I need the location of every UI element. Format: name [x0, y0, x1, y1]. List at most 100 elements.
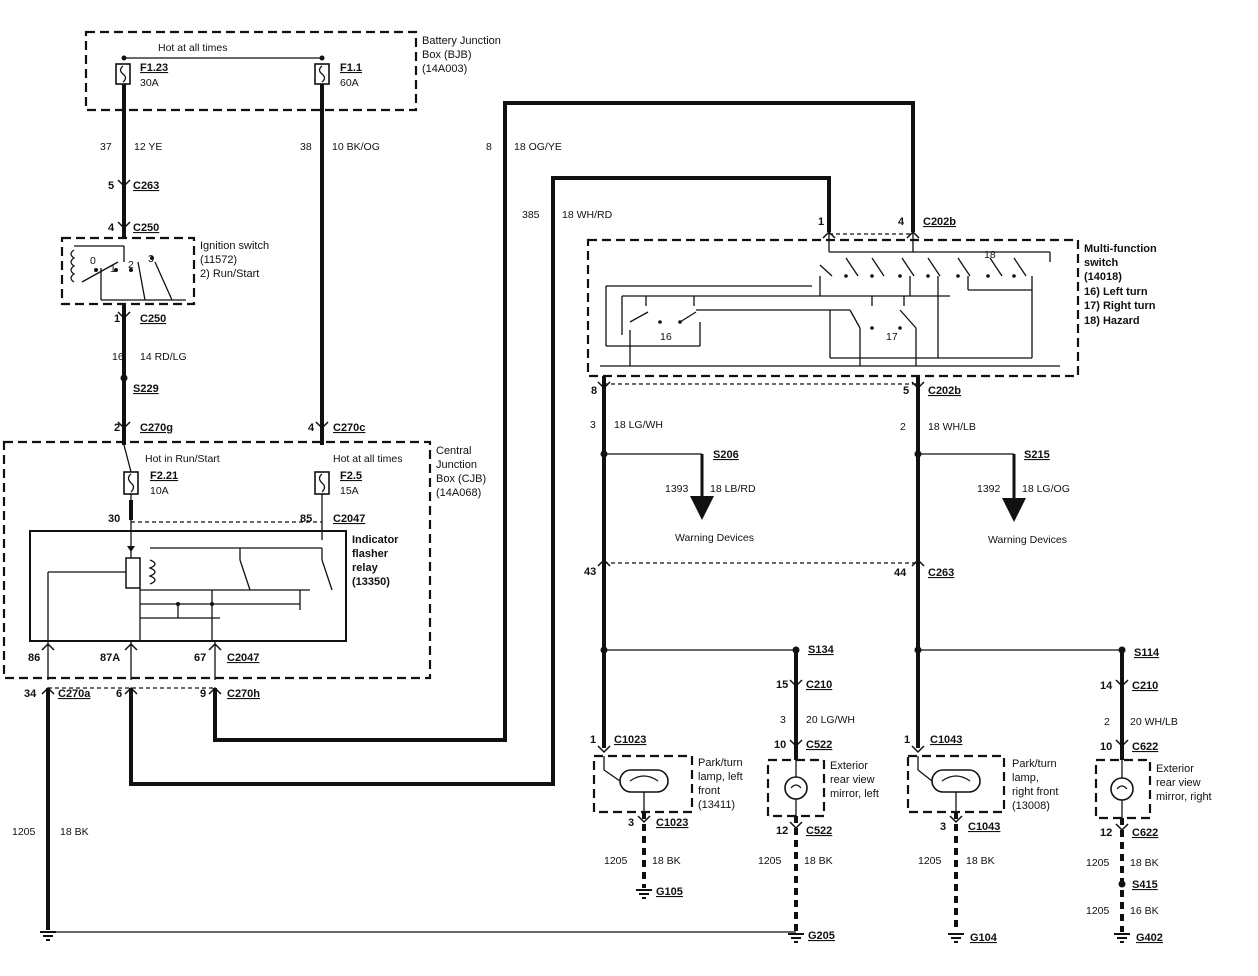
wire-16-spec: 14 RD/LG: [140, 351, 187, 363]
wire-37-pin: 37: [100, 141, 112, 153]
c250-top-id: C250: [133, 222, 159, 234]
fuse-f2-5-id: F2.5: [340, 470, 362, 482]
rf-lamp-code: (13008): [1012, 800, 1050, 812]
wire-1205-lf-pin: 1205: [604, 855, 628, 867]
ignition-pos: 2) Run/Start: [200, 268, 259, 280]
ml-title3: mirror, left: [830, 788, 879, 800]
mr-title2: rear view: [1156, 777, 1201, 789]
fuse-icon: [115, 63, 131, 85]
wire-38-pin: 38: [300, 141, 312, 153]
wire-8-spec: 18 OG/YE: [514, 141, 562, 153]
c270h-id: C270h: [227, 688, 260, 700]
c202b-top-id: C202b: [923, 216, 956, 228]
relay-code: (13350): [352, 576, 390, 588]
bulb-icon: [784, 776, 808, 800]
c210-left-id: C210: [806, 679, 832, 691]
pin-86: 86: [28, 652, 40, 664]
hot-run-label: Hot in Run/Start: [145, 453, 220, 465]
c270h-pin9: 9: [200, 688, 206, 700]
ignition-switch: 0 1 2 3: [60, 236, 196, 306]
c1043-top-id: C1043: [930, 734, 962, 746]
c270c-id: C270c: [333, 422, 365, 434]
ign-pos-1: 1: [110, 263, 116, 275]
ground-icon: [636, 889, 652, 899]
c1043-bot-id: C1043: [968, 821, 1000, 833]
bjb-title2: Box (BJB): [422, 49, 472, 61]
c210-right-pin: 14: [1100, 680, 1113, 692]
c210-right-id: C210: [1132, 680, 1158, 692]
bulb-icon: [931, 769, 981, 793]
relay-title1: Indicator: [352, 534, 399, 546]
c270a-pin: 34: [24, 688, 37, 700]
ml-title2: rear view: [830, 774, 875, 786]
cjb-title2: Junction: [436, 459, 477, 471]
relay-title3: relay: [352, 562, 379, 574]
s229-id: S229: [133, 383, 159, 395]
c210-left-pin: 15: [776, 679, 788, 691]
c263-bot-id: C263: [928, 567, 954, 579]
wire-1205-g402-spec: 16 BK: [1130, 905, 1159, 917]
bulb-icon: [619, 769, 669, 793]
wire-1393-spec: 18 LB/RD: [710, 483, 756, 495]
indicator-flasher-relay: [29, 530, 347, 642]
c270g-id: C270g: [140, 422, 173, 434]
ml-title1: Exterior: [830, 760, 868, 772]
relay-title2: flasher: [352, 548, 389, 560]
c263-pin43: 43: [584, 566, 596, 578]
c250-bot-pin: 1: [114, 313, 120, 325]
ground-icon: [948, 933, 964, 943]
wire-1392-spec: 18 LG/OG: [1022, 483, 1070, 495]
wire-2-spec: 18 WH/LB: [928, 421, 976, 433]
c622-top-pin: 10: [1100, 741, 1112, 753]
ground-icon: [788, 933, 804, 943]
wire-1205-mr-spec: 18 BK: [1130, 857, 1159, 869]
c622-bot-pin: 12: [1100, 827, 1112, 839]
ground-icon: [1114, 933, 1130, 943]
bulb-icon: [1110, 777, 1134, 801]
c270a-id: C270a: [58, 688, 91, 700]
c522-top-pin: 10: [774, 739, 786, 751]
mfs-hazard: 18) Hazard: [1084, 315, 1140, 327]
wire-1205-lf-spec: 18 BK: [652, 855, 681, 867]
wire-1205-mr-pin: 1205: [1086, 857, 1110, 869]
warning-devices-right: Warning Devices: [988, 534, 1067, 546]
c270g-pin: 2: [114, 422, 120, 434]
wire-2b-spec: 20 WH/LB: [1130, 716, 1178, 728]
fuse-f1-23-rating: 30A: [140, 77, 159, 89]
wire-3b-pin: 3: [780, 714, 786, 726]
pin-30: 30: [108, 513, 120, 525]
wire-1393-pin: 1393: [665, 483, 689, 495]
s134-id: S134: [808, 644, 835, 656]
lf-lamp-code: (13411): [698, 799, 735, 811]
c202b-bot-pin5: 5: [903, 385, 909, 397]
pin-67: 67: [194, 652, 206, 664]
central-junction-box: Hot in Run/Start Hot at all times F2.21 …: [2, 440, 432, 680]
pin-87a: 87A: [100, 652, 120, 664]
bjb-code: (14A003): [422, 63, 467, 75]
wire-2-pin: 2: [900, 421, 906, 433]
c522-bot-id: C522: [806, 825, 832, 837]
wire-1392-pin: 1392: [977, 483, 1001, 495]
fuse-f1-1-rating: 60A: [340, 77, 359, 89]
cjb-code: (14A068): [436, 487, 481, 499]
fuse-f1-23-id: F1.23: [140, 62, 168, 74]
hot-label-bjb: Hot at all times: [158, 42, 227, 54]
s415-id: S415: [1132, 879, 1158, 891]
c202b-top-pin1: 1: [818, 216, 824, 228]
wire-385-spec: 18 WH/RD: [562, 209, 613, 221]
ground-icon: [40, 931, 56, 941]
right-front-lamp: [906, 754, 1006, 814]
mfs-code: (14018): [1084, 271, 1122, 283]
fuse-f2-21-id: F2.21: [150, 470, 178, 482]
switch-pos-18: 18: [984, 249, 996, 261]
c2047-bot-id: C2047: [227, 652, 259, 664]
c622-bot-id: C622: [1132, 827, 1158, 839]
c263-id: C263: [133, 180, 159, 192]
c1043-bot-pin: 3: [940, 821, 946, 833]
switch-pos-17: 17: [886, 331, 898, 343]
lf-lamp-title1: Park/turn: [698, 757, 743, 769]
s215-id: S215: [1024, 449, 1050, 461]
c263-pin: 5: [108, 180, 114, 192]
c250-bot-id: C250: [140, 313, 166, 325]
